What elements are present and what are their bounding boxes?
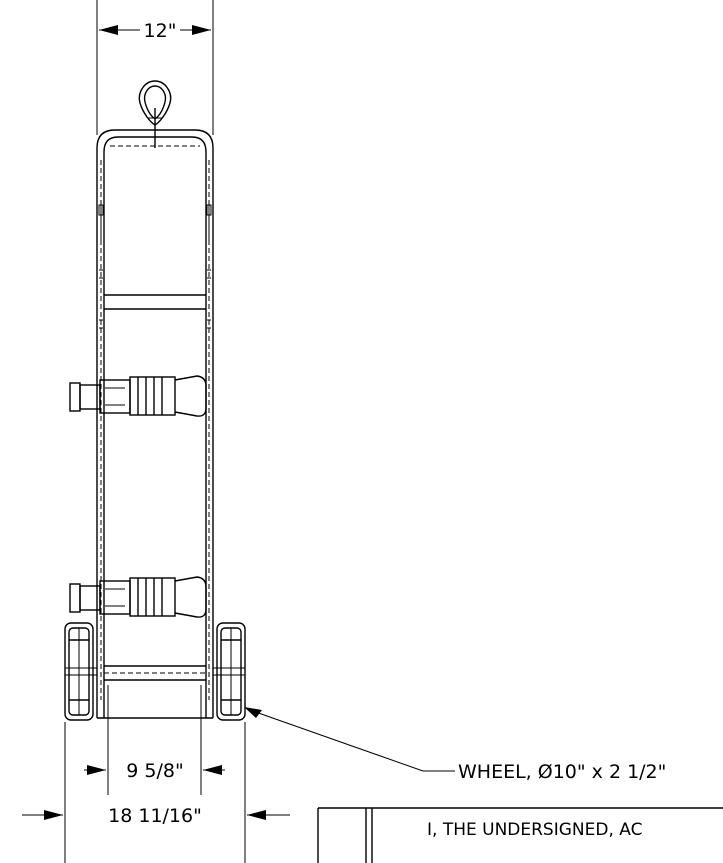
lifting-eye [138, 80, 172, 148]
top-width-label: 12" [144, 20, 177, 42]
wheel-callout-label: WHEEL, Ø10" x 2 1/2" [458, 761, 666, 783]
title-block: I, THE UNDERSIGNED, AC [317, 807, 723, 863]
frame [96, 129, 214, 719]
title-block-text: I, THE UNDERSIGNED, AC [427, 820, 642, 840]
axle-width-label: 9 5/8" [126, 760, 183, 782]
left-wheel [64, 622, 97, 721]
lower-ratchet-strap [69, 576, 207, 618]
right-wheel [213, 622, 246, 721]
upper-ratchet-strap [69, 375, 207, 417]
wheel-callout: WHEEL, Ø10" x 2 1/2" [244, 707, 666, 783]
overall-width-label: 18 11/16" [108, 805, 202, 827]
dimension-overall-width: 18 11/16" [22, 722, 290, 863]
dimension-top-width: 12" [96, 0, 214, 135]
dimension-axle-width: 9 5/8" [84, 685, 225, 795]
